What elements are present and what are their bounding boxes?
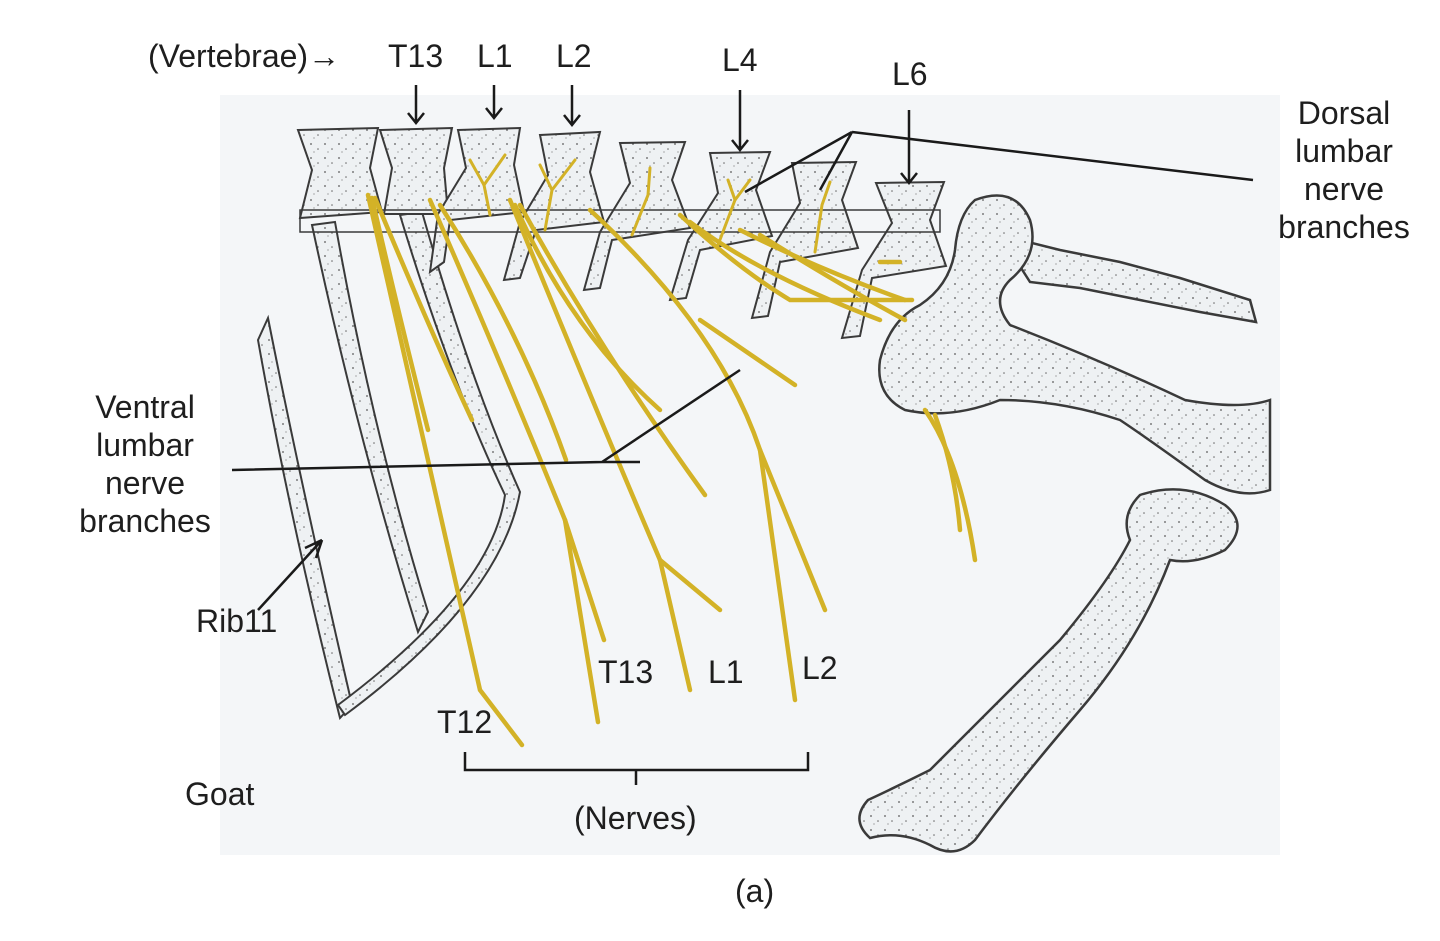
arrow-l2 (563, 85, 581, 128)
nerve-label-l1: L1 (708, 654, 744, 690)
arrow-l4 (731, 90, 749, 153)
vertebra-l4 (668, 150, 774, 302)
vertebra-label-l2: L2 (556, 38, 592, 74)
panel-letter: (a) (735, 873, 775, 909)
dorsal-nerve-branches (468, 153, 832, 254)
nerve-label-t12: T12 (437, 704, 493, 740)
rib-arrowhead (304, 538, 324, 559)
ilium (878, 194, 1272, 495)
rib-leader (257, 539, 323, 611)
nerve-l1 (507, 197, 693, 693)
rib-12 (310, 220, 430, 635)
nerve-t13 (427, 197, 601, 725)
leader-lines (231, 130, 1254, 785)
nerve-t12 (365, 192, 525, 748)
nerve-l2 (587, 207, 798, 703)
dorsal-leader (744, 130, 1254, 194)
femur (858, 488, 1239, 853)
pelvis (878, 194, 1272, 495)
vertebra-t13 (378, 126, 454, 215)
vertebra-label-l4: L4 (722, 42, 758, 78)
ventral-nerves (365, 192, 978, 748)
sacrum-tail (997, 233, 1258, 324)
vertebral-body-row (299, 209, 941, 233)
nerves-caption: (Nerves) (574, 800, 697, 836)
arrow-l1 (485, 85, 503, 121)
rib-label: Rib11 (196, 603, 278, 639)
vertebra-label-l1: L1 (477, 38, 513, 74)
vertebra-label-t13: T13 (388, 38, 444, 74)
vertebra-arrows (407, 85, 918, 186)
nerve-label-l2: L2 (802, 650, 838, 686)
ventral-leader (231, 368, 741, 472)
vertebra-l3 (582, 140, 692, 292)
vertebrae-caption: (Vertebrae)→ (148, 38, 341, 74)
nerve-label-t13: T13 (598, 654, 654, 690)
arrow-l6 (900, 110, 918, 186)
nerves-bracket (463, 752, 810, 785)
ribs (256, 210, 522, 721)
arrow-t13 (407, 85, 425, 126)
species-label: Goat (185, 776, 255, 812)
vertebra-label-l6: L6 (892, 56, 928, 92)
